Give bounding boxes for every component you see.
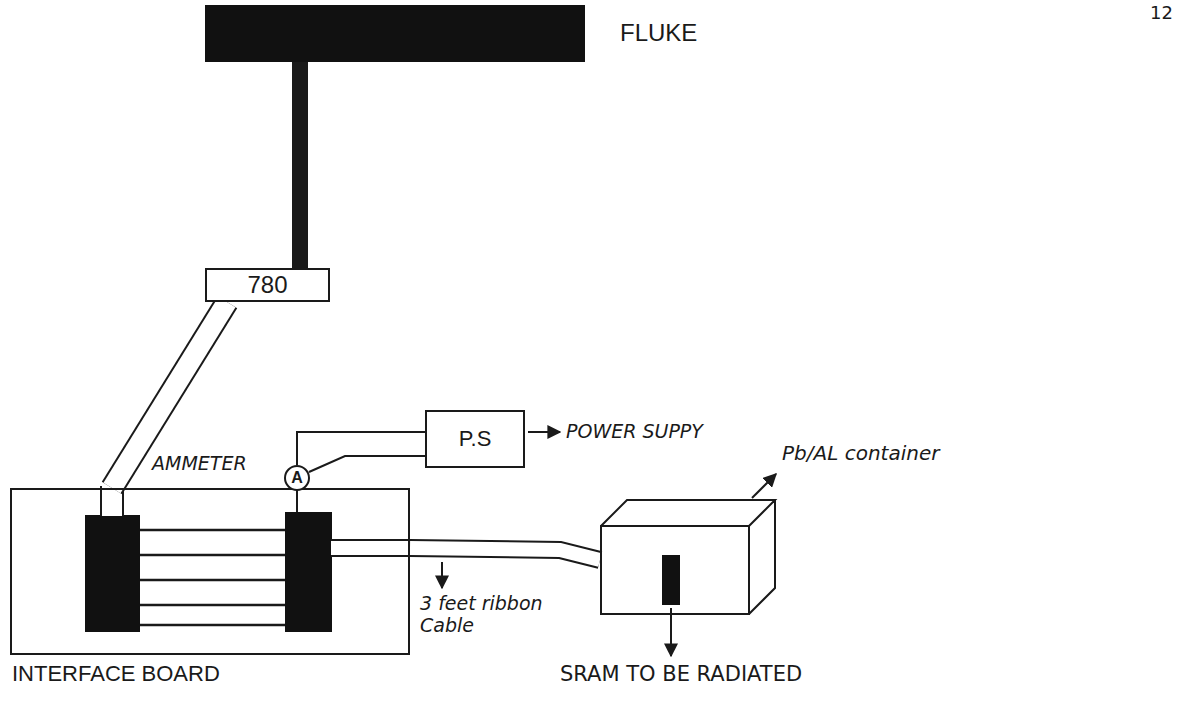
container-edges	[601, 500, 775, 614]
power-lead	[309, 456, 425, 472]
connector-group	[297, 432, 425, 465]
interface-board-text: INTERFACE BOARD	[12, 661, 220, 687]
power-supply-box: P.S	[425, 410, 525, 468]
ammeter-circle: A	[284, 465, 310, 491]
interface-board: INTERFACE BOARD	[10, 488, 410, 655]
connectors	[112, 62, 600, 560]
ribbon-cable-inner	[410, 548, 600, 560]
ammeter-circle-text: A	[291, 469, 303, 487]
power-supply-box-text: P.S	[459, 426, 492, 452]
connector-group	[410, 548, 600, 560]
interface-pod-box: 780	[205, 268, 330, 302]
board-connector	[285, 512, 332, 632]
page-number: 12	[1150, 2, 1173, 23]
wire	[297, 432, 425, 465]
ribbon-stub	[112, 486, 412, 548]
callout-label: SRAM TO BE RADIATED	[560, 662, 802, 686]
container-outline	[600, 525, 750, 615]
interface-pod-box-text: 780	[247, 271, 287, 299]
board-traces	[140, 530, 285, 625]
callout-label: 3 feet ribbon Cable	[420, 592, 545, 636]
ribbon-cable	[410, 548, 600, 560]
ammeter-lead	[296, 490, 298, 512]
sram-chip	[662, 555, 680, 605]
connector-group	[300, 62, 301, 268]
lead-container-text: Pb/AL container	[782, 441, 939, 465]
callout-label: POWER SUPPY	[566, 420, 703, 442]
board-connector	[85, 515, 140, 632]
wire	[292, 62, 308, 268]
callout-label: AMMETER	[150, 452, 249, 474]
fluke-instrument-text: FLUKE	[620, 19, 697, 47]
fluke-instrument: FLUKE	[205, 5, 585, 62]
lead-container: Pb/AL container	[600, 525, 750, 615]
